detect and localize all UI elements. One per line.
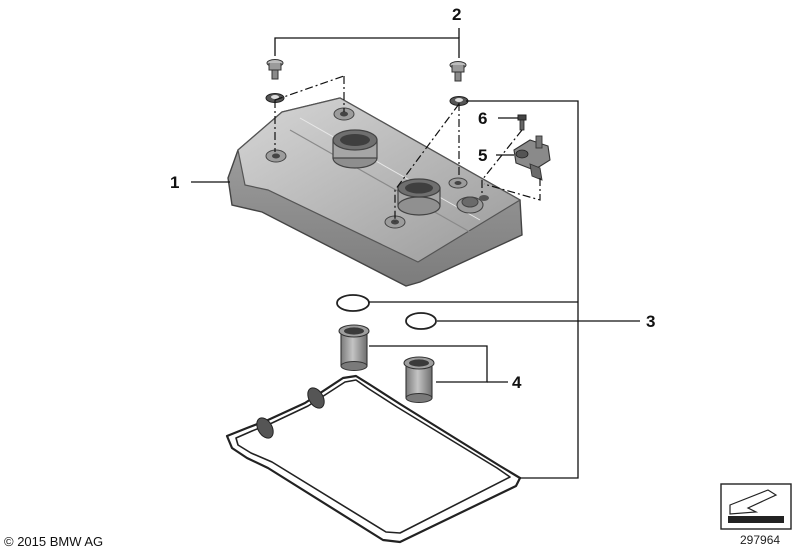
o-ring-large <box>336 294 370 312</box>
callout-6: 6 <box>478 109 488 128</box>
callout-3: 3 <box>646 312 656 331</box>
callout-4: 4 <box>512 373 522 392</box>
assembly-guide-lines <box>274 75 541 222</box>
callout-2: 2 <box>452 5 462 24</box>
callout-5: 5 <box>478 146 488 165</box>
spark-plug-sleeve-left <box>338 324 370 371</box>
image-number: 297964 <box>740 533 781 547</box>
copyright-notice: © 2015 BMW AG <box>4 534 104 549</box>
spark-plug-sleeve-right <box>403 356 435 403</box>
cover-washer-right <box>449 96 469 106</box>
camshaft-sensor <box>513 135 551 181</box>
cover-bolt-left <box>266 59 284 80</box>
o-ring-small <box>405 312 437 330</box>
sensor-screw <box>517 114 527 131</box>
cover-bolt-right <box>449 61 467 82</box>
cover-gasket <box>225 374 522 544</box>
leader-lines <box>191 28 640 479</box>
cylinder-head-cover <box>227 97 523 287</box>
insert-arrow-icon <box>720 483 792 530</box>
callout-1: 1 <box>170 173 180 192</box>
